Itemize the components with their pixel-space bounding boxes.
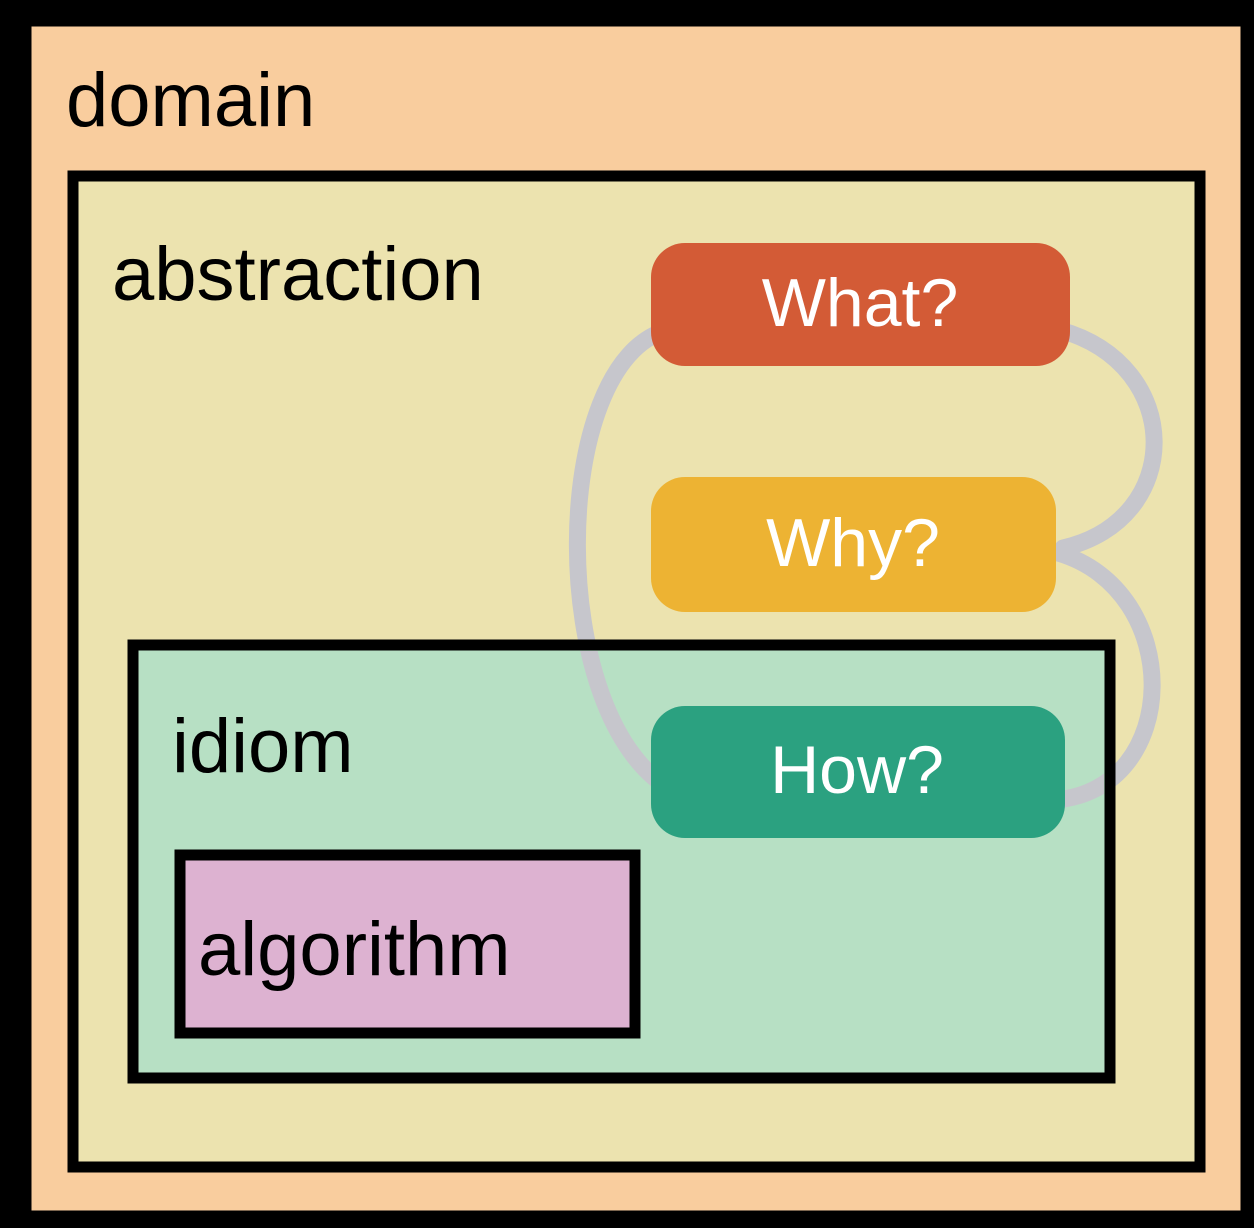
box-idiom-label: idiom <box>172 704 354 789</box>
pill-what-label: What? <box>762 265 959 341</box>
connector-right-overlay <box>1046 773 1104 809</box>
pill-why[interactable] <box>651 477 1056 612</box>
connector-right-what-why <box>1051 321 1163 557</box>
connector-overlay-group <box>580 651 1104 809</box>
connector-left-overlay <box>580 651 681 799</box>
box-algorithm <box>174 849 641 1039</box>
pill-why-label: Why? <box>766 505 940 581</box>
pill-how[interactable] <box>651 706 1065 838</box>
box-domain-label: domain <box>66 58 315 143</box>
box-algorithm-label: algorithm <box>198 907 511 992</box>
pill-what[interactable] <box>651 243 1070 366</box>
pill-how-label: How? <box>770 732 944 808</box>
box-abstraction-label: abstraction <box>112 232 484 317</box>
